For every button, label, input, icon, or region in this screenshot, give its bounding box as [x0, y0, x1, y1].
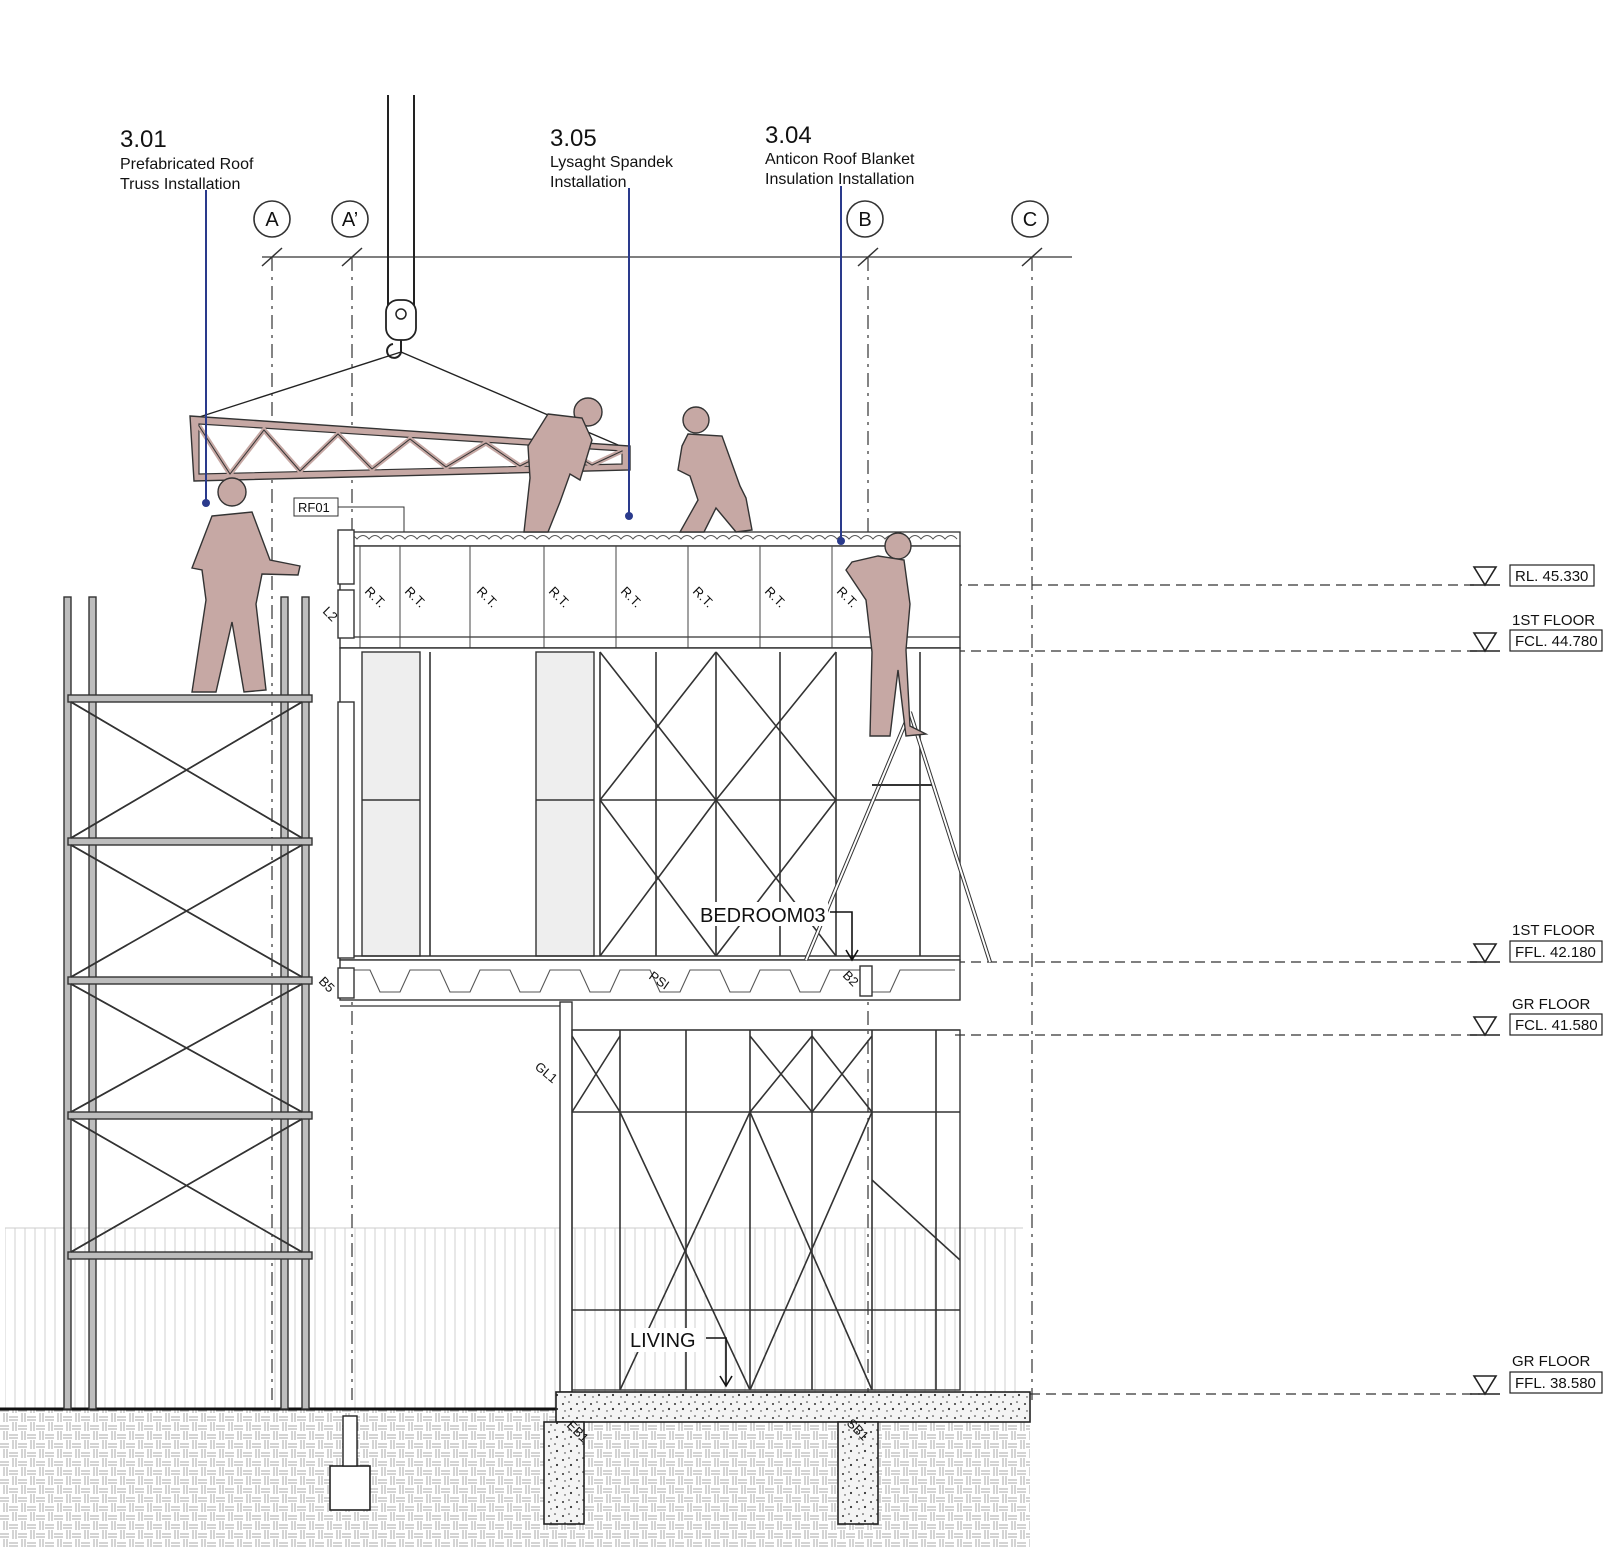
ground-floor-wall-frame [559, 1001, 961, 1393]
grid-bubble-a-prime: A’ [331, 200, 369, 238]
level-lines [872, 584, 1480, 1395]
worker-bending [523, 397, 603, 533]
grid-label-a-prime: A’ [342, 209, 358, 231]
callout-line1: Prefabricated Roof [120, 156, 254, 173]
level-label: 1ST FLOOR [1512, 612, 1595, 629]
callout-dot-3-01 [202, 499, 210, 507]
level-value: FCL. 44.780 [1515, 633, 1598, 650]
level-value: FFL. 38.580 [1515, 1375, 1596, 1392]
level-marker-ffl-42180: 1ST FLOOR FFL. 42.180 [1470, 922, 1603, 964]
scaffold-tower [63, 596, 313, 1410]
level-marker-ffl-38580: GR FLOOR FFL. 38.580 [1470, 1353, 1603, 1396]
callout-line1: Lysaght Spandek [550, 154, 674, 171]
level-value: FFL. 42.180 [1515, 944, 1596, 961]
tag-b5: B5 [316, 974, 338, 996]
callout-line1: Anticon Roof Blanket [765, 151, 915, 168]
grid-label-b: B [858, 209, 871, 231]
level-value: FCL. 41.580 [1515, 1017, 1598, 1034]
worker-kneeling [677, 406, 753, 533]
level-marker-fcl-41580: GR FLOOR FCL. 41.580 [1470, 996, 1603, 1037]
grid-bubble-b: B [846, 200, 884, 238]
grid-label-c: C [1023, 209, 1037, 231]
worker-scaffold [191, 477, 301, 693]
level-label: 1ST FLOOR [1512, 922, 1595, 939]
tag-rf01-box: RF01 [293, 497, 405, 532]
callout-3-01: 3.01 Prefabricated Roof Truss Installati… [120, 126, 254, 193]
level-marker-rl-45330: RL. 45.330 [1470, 564, 1595, 587]
grid-bubble-c: C [1011, 200, 1049, 238]
callout-line2: Insulation Installation [765, 171, 914, 188]
grid-label-a: A [265, 209, 279, 231]
callout-line2: Truss Installation [120, 176, 240, 193]
edge-columns [337, 529, 873, 999]
room-label-living: LIVING [628, 1328, 733, 1388]
first-floor-wall-frame [339, 647, 961, 961]
callout-dot-3-05 [625, 512, 633, 520]
level-value: RL. 45.330 [1515, 568, 1588, 585]
room-label-bedroom03: BEDROOM03 [698, 902, 859, 962]
tag-rf01: RF01 [298, 500, 330, 515]
roof-sheeting [339, 531, 961, 547]
callout-3-04: 3.04 Anticon Roof Blanket Insulation Ins… [765, 122, 915, 188]
callout-number: 3.04 [765, 122, 812, 149]
level-marker-fcl-44780: 1ST FLOOR FCL. 44.780 [1470, 612, 1603, 653]
grid-bubble-a: A [253, 200, 291, 238]
tag-gl1: GL1 [532, 1059, 560, 1086]
ground-slab-footings [329, 1391, 1031, 1525]
room-name: BEDROOM03 [700, 905, 826, 927]
callout-number: 3.05 [550, 125, 597, 152]
level-label: GR FLOOR [1512, 996, 1591, 1013]
callout-line2: Installation [550, 174, 627, 191]
callout-number: 3.01 [120, 126, 167, 153]
room-name: LIVING [630, 1330, 696, 1352]
level-label: GR FLOOR [1512, 1353, 1591, 1370]
callout-dot-3-04 [837, 537, 845, 545]
callout-3-05: 3.05 Lysaght Spandek Installation [550, 125, 674, 191]
worker-ladder [845, 532, 929, 737]
